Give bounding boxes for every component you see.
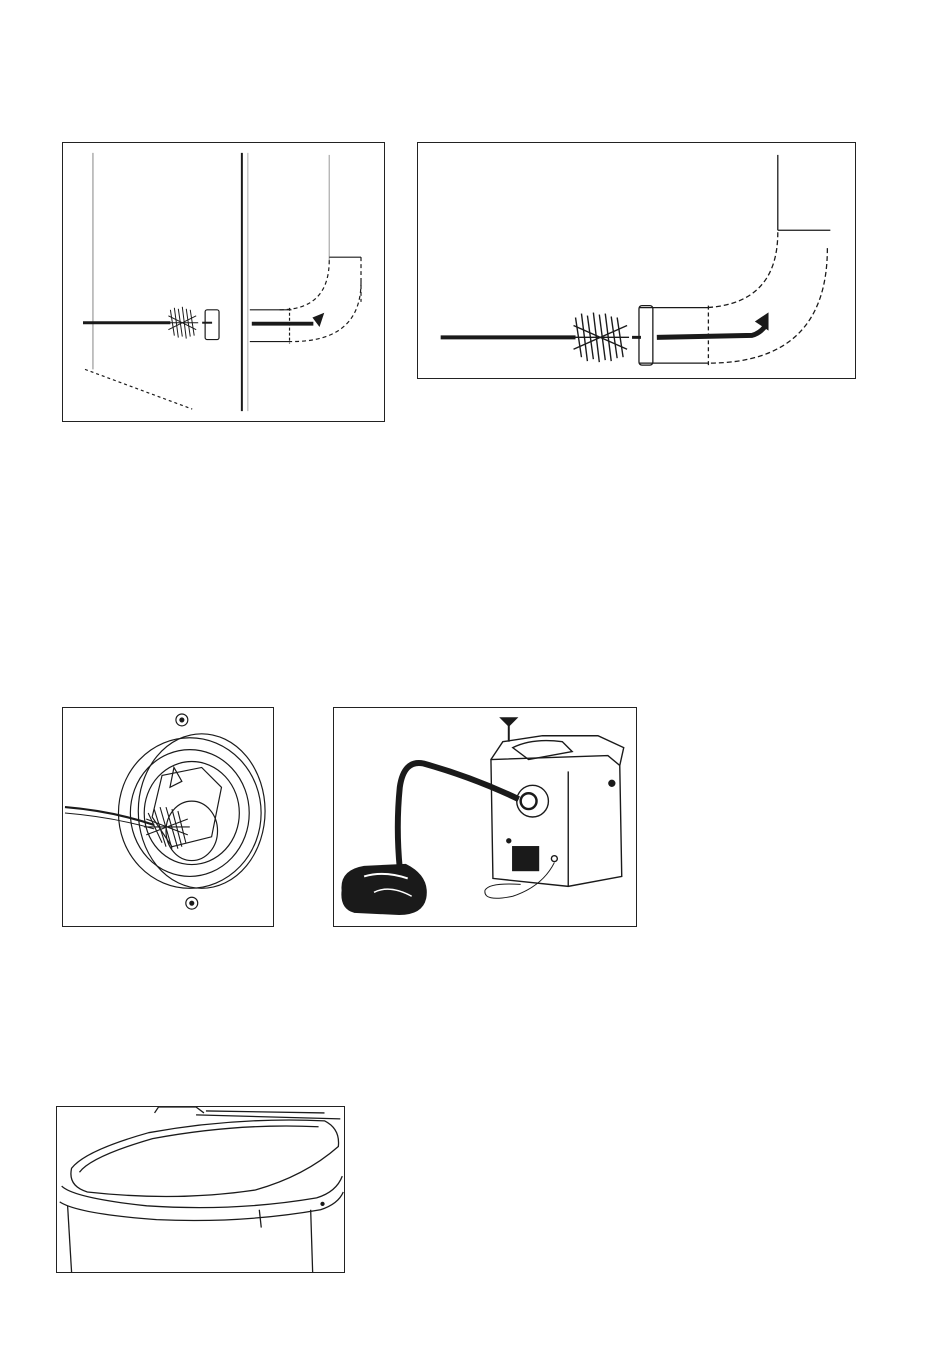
figure-wall-vent-pipe-brush [62,142,385,422]
wall-vent-pipe-illustration [63,143,384,421]
figure-vacuum-cleaner-unit [333,707,637,927]
figure-fan-opening-brush [62,707,274,927]
figure-toilet-lid [56,1106,345,1273]
pipe-bend-illustration [418,143,855,378]
vacuum-cleaner-illustration [334,708,636,926]
figure-pipe-bend-brush [417,142,856,379]
toilet-lid-illustration [57,1107,344,1272]
fan-opening-illustration [63,708,273,926]
